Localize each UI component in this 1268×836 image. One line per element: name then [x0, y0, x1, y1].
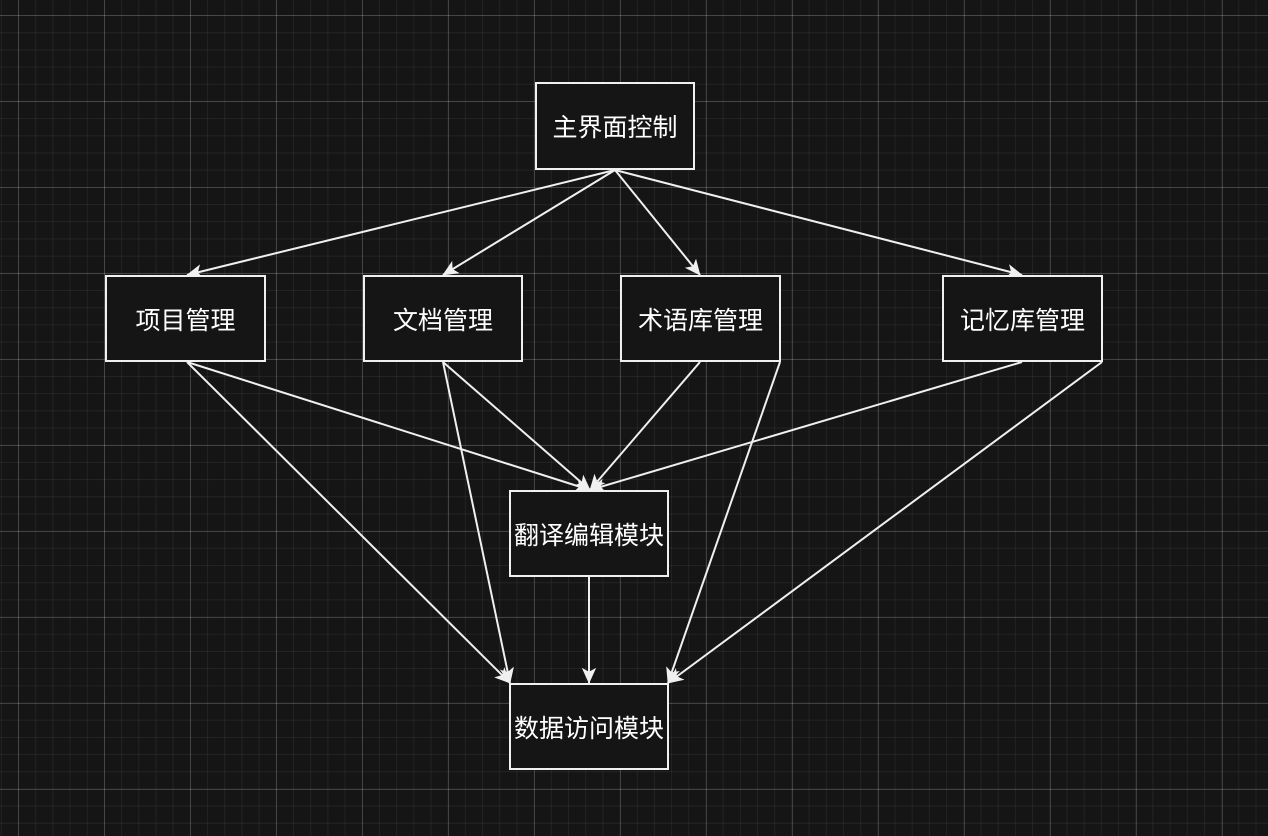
node-label: 术语库管理	[637, 305, 763, 335]
arrow-memory-mgmt-to-translation-editor	[589, 361, 1023, 493]
arrow-main-ui-to-project-mgmt	[186, 169, 616, 279]
node-label: 翻译编辑模块	[513, 520, 664, 550]
node-termbase-management[interactable]: 术语库管理	[620, 275, 781, 362]
arrow-main-ui-to-doc-mgmt	[442, 169, 616, 276]
node-main-ui-control[interactable]: 主界面控制	[535, 82, 695, 170]
arrow-doc-mgmt-to-data-access	[442, 361, 514, 684]
arrow-main-ui-to-termbase-mgmt	[614, 169, 701, 276]
arrow-project-mgmt-to-data-access	[186, 361, 511, 684]
node-label: 项目管理	[135, 305, 236, 335]
node-label: 主界面控制	[552, 113, 678, 142]
node-project-management[interactable]: 项目管理	[105, 275, 266, 362]
arrow-main-ui-to-memory-mgmt	[614, 169, 1023, 279]
arrow-project-mgmt-to-translation-editor	[186, 361, 591, 493]
node-label: 记忆库管理	[959, 305, 1085, 335]
node-label: 文档管理	[392, 305, 493, 335]
node-label: 数据访问模块	[513, 713, 664, 743]
node-document-management[interactable]: 文档管理	[363, 275, 523, 362]
arrow-memory-mgmt-to-data-access	[667, 361, 1103, 684]
arrow-termbase-mgmt-to-translation-editor	[589, 361, 701, 491]
node-data-access-module[interactable]: 数据访问模块	[509, 683, 669, 770]
node-memory-management[interactable]: 记忆库管理	[942, 275, 1103, 362]
node-translation-editor-module[interactable]: 翻译编辑模块	[509, 490, 669, 577]
arrow-termbase-mgmt-to-data-access	[666, 361, 781, 684]
arrow-doc-mgmt-to-translation-editor	[442, 361, 591, 491]
